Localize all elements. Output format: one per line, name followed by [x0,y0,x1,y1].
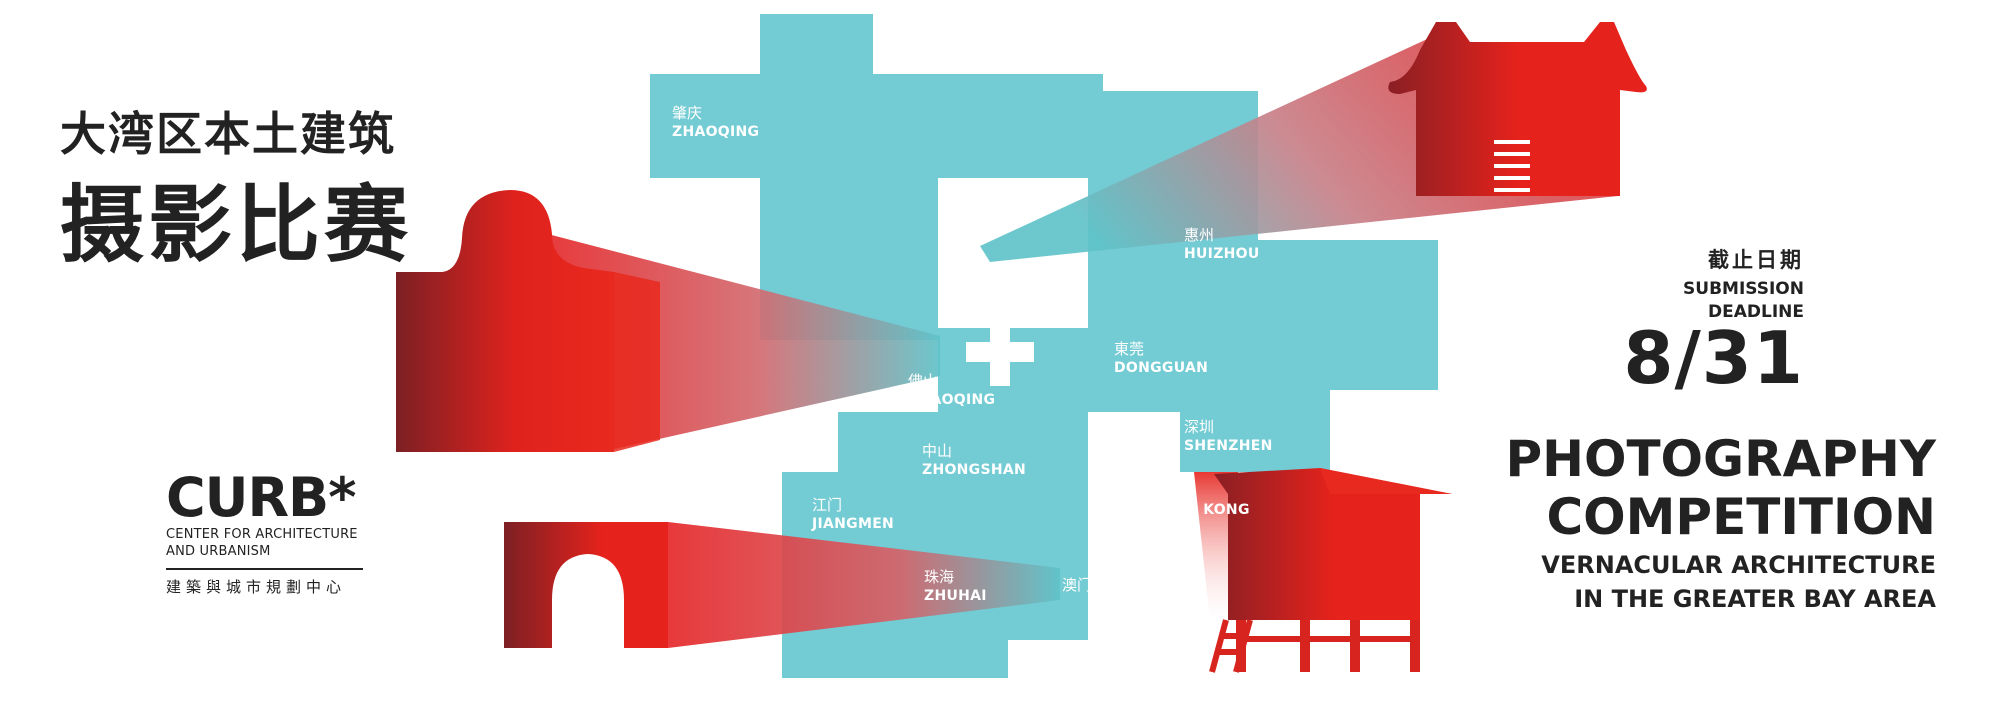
plus-icon [966,318,1034,386]
logo-cjk: 建築與城市規劃中心 [166,578,347,596]
city-cjk: 香港 [1150,482,1181,500]
city-cjk: 廣州 [946,244,977,262]
competition-title: PHOTOGRAPHY COMPETITION [1505,430,1936,546]
stilt-house [1209,468,1452,673]
city-label-macau: 澳门 [1062,576,1092,595]
city-label-hongkong: 香港 HONG KONG [1150,482,1250,519]
city-en: HONG KONG [1150,502,1250,518]
city-cjk: 澳门 [1062,576,1093,594]
city-en: ZHAOQING [908,392,996,408]
city-en: DONGGUAN [1114,360,1209,376]
competition-subtitle: VERNACULAR ARCHITECTURE IN THE GREATER B… [1541,548,1936,616]
city-label-zhongshan: 中山 ZHONGSHAN [922,442,1026,479]
city-label-foshan: 佛山 ZHAOQING [908,372,995,409]
competition-title-line-2: COMPETITION [1546,488,1936,546]
deadline-cjk: 截止日期 [1708,248,1804,272]
city-en: JIANGMEN [812,516,895,532]
city-cjk: 肇庆 [672,104,703,122]
city-en: ZHAOQING [672,124,760,140]
title-line-1: 大湾区本土建筑 [60,107,396,161]
stilt-ladder [1209,619,1253,673]
city-label-jiangmen: 江门 JIANGMEN [812,496,894,533]
city-en: HUIZHOU [1184,246,1260,262]
city-cjk: 佛山 [908,372,939,390]
deadline-en-line-1: SUBMISSION [1683,279,1804,299]
competition-title-line-1: PHOTOGRAPHY [1505,430,1936,488]
beam-stilt [1194,472,1238,620]
city-label-guangzhou: 廣州 GUANGZHOU [946,244,1050,281]
competition-subtitle-line-1: VERNACULAR ARCHITECTURE [1541,551,1936,579]
city-label-zhuhai: 珠海 ZHUHAI [924,568,987,605]
deadline-en: SUBMISSION DEADLINE [1683,278,1804,324]
city-label-zhaoqing: 肇庆 ZHAOQING [672,104,759,141]
deadline-date: 8/31 [1623,316,1804,400]
logo-sub-line-1: CENTER FOR ARCHITECTURE [166,527,358,542]
logo-sub-line-2: AND URBANISM [166,544,271,559]
city-label-dongguan: 東莞 DONGGUAN [1114,340,1208,377]
title-line-2: 摄影比赛 [60,176,413,274]
city-cjk: 東莞 [1114,340,1145,358]
city-label-shenzhen: 深圳 SHENZHEN [1184,418,1273,455]
logo-divider [166,568,363,570]
city-en: ZHUHAI [924,588,987,604]
curb-logo: CURB* CENTER FOR ARCHITECTURE AND URBANI… [166,470,366,597]
competition-subtitle-line-2: IN THE GREATER BAY AREA [1574,585,1936,613]
deadline-en-line-2: DEADLINE [1708,302,1804,322]
city-en: SHENZHEN [1184,438,1273,454]
gable-wall [396,190,614,452]
city-en: GUANGZHOU [946,264,1051,280]
city-label-huizhou: 惠州 HUIZHOU [1184,226,1260,263]
gable-wall-side [614,272,660,452]
city-en: ZHONGSHAN [922,462,1027,478]
city-cjk: 中山 [922,442,953,460]
city-cjk: 深圳 [1184,418,1215,436]
city-cjk: 珠海 [924,568,955,586]
house-ladder [1494,140,1530,192]
logo-wordmark: CURB* [166,466,356,529]
city-cjk: 江门 [812,496,843,514]
city-cjk: 惠州 [1184,226,1215,244]
arch-gate [504,522,668,648]
temple-house [1388,22,1647,196]
beam-arch [668,522,1060,648]
